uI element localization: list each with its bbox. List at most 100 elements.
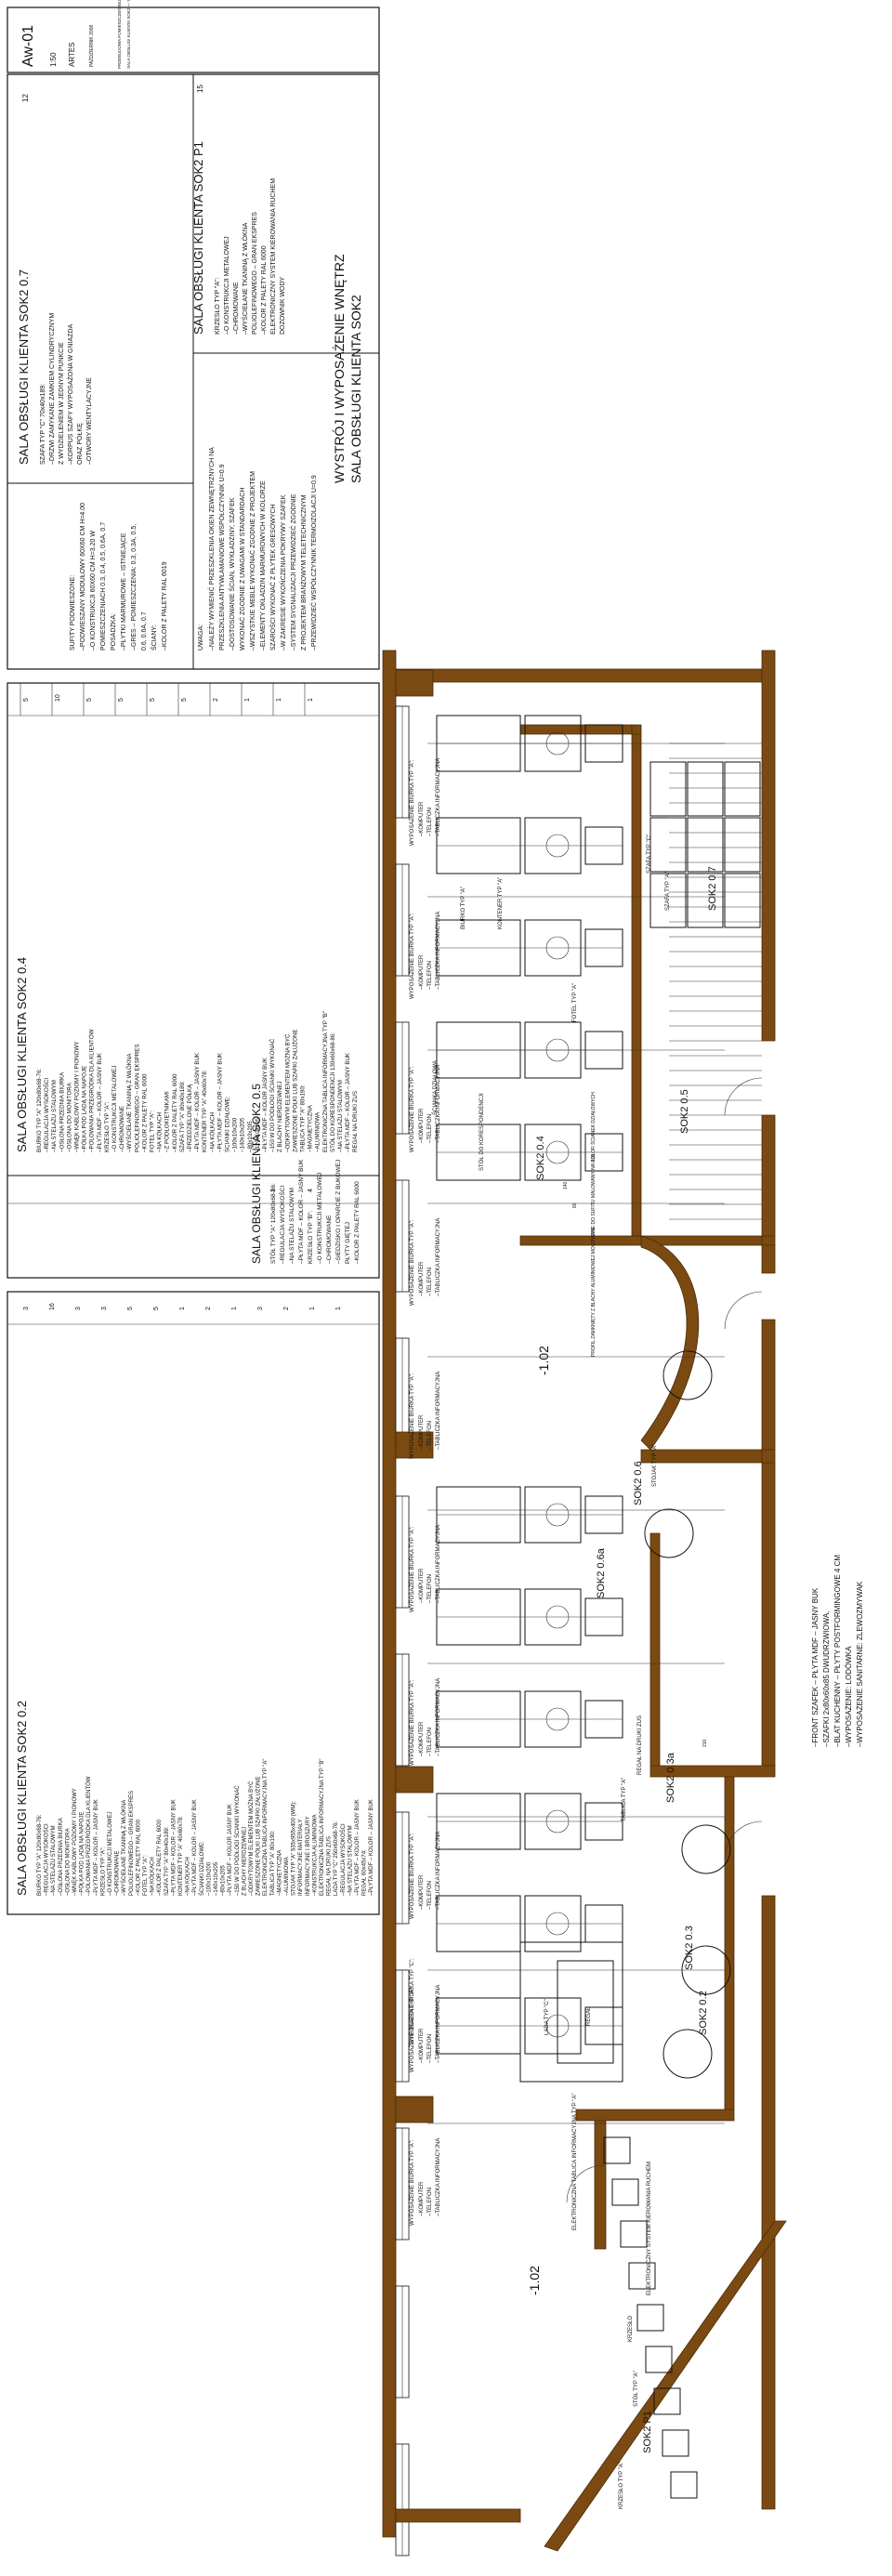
legend-p1-line: –CHROMOWANE — [233, 282, 240, 335]
legend-07-line: –DRZWI ZAMYKANE ZAMKIEM CYLINDRYCZNYM — [49, 313, 56, 465]
workstation-item: –TABLICZKA INFORMACYJNA — [436, 1678, 441, 1756]
legend-02-line: INFORMACYJNE MATERIAŁY — [298, 1819, 304, 1896]
drawing-title-2: SALA OBSŁUGI KLIENTA SOK2 — [348, 295, 363, 483]
legend-p1-line: ELEKTRONICZNY SYSTEM KIEROWANIA RUCHEM — [270, 178, 277, 335]
legend-02-line: –140x10x205 — [214, 1861, 219, 1896]
legend-02-line: ELEKTRONICZNA TABLICA INFORMACYJNA TYP "… — [263, 1758, 269, 1896]
plan-label-stol-a: STÓŁ TYP "A" — [633, 2371, 639, 2407]
legend-02-line: –MAGNETYCZNA — [277, 1850, 282, 1896]
counter-note: WYPOSAŻENIE BIURKA TYP "C": — [409, 1958, 415, 2044]
workstation-note: WYPOSAŻENIE BIURKA TYP "A": — [409, 1373, 415, 1459]
stair-wall — [640, 1235, 700, 1451]
legend-04-qty: 10 — [55, 694, 61, 702]
drawing-date: PAŹDZIERNIK 2008 — [88, 25, 95, 67]
workstation-item: –KOMPUTER — [419, 2181, 425, 2216]
plan-label-dim-140: 140 — [563, 1181, 569, 1189]
finish-note-line: –WYPOSAŻENIE SANITARNE: ZLEWOZMYWAK — [856, 1581, 864, 1747]
plan-label-regal: REGAŁ — [586, 2006, 592, 2026]
legend-04-line: –150 W DO PODŁOGI ŚCIANKI WYKONAĆ — [269, 1038, 276, 1152]
plan-label-biurko-a: BIURKO TYP "A" — [461, 887, 466, 929]
legend-02-qty: 3 — [23, 1307, 30, 1310]
plan-label-stol-kor: STÓŁ DO KORESPONDENCJI — [479, 1093, 485, 1171]
plan-label-scianka: ŚCIANKA DZIAŁOWA — [431, 1060, 439, 1115]
legend-02-line: POLIOLEFINOWEGO – GRAN EKSPRES — [129, 1791, 135, 1896]
legend-04-line: BIURKO TYP "A" 120x80x68-76: — [36, 1069, 43, 1152]
legend-04-line: SZAFA TYP "A" 80x40x189: — [179, 1081, 186, 1152]
legend-04-line: –POLOWANIA PRZEGRÓDKA DLA KLIENTÓW — [89, 1029, 96, 1152]
workstation-item: –TABLICZKA INFORMACYJNA — [436, 1525, 441, 1603]
legend-04-line: –CHROMOWANE — [119, 1106, 125, 1152]
legend-notes-title: UWAGA: — [198, 624, 204, 651]
legend-05-line: –SIEDZISKO I OPARCIE Z BUKOWEJ — [335, 1160, 342, 1264]
legend-02-line: ŚCIANKI DZIAŁOWE: — [198, 1841, 205, 1896]
workstation-item: –TABLICZKA INFORMACYJNA — [436, 2138, 441, 2216]
plan-label-regal-druki: REGAŁ NA DRUKI ZUS — [637, 1715, 643, 1775]
workstation-note: WYPOSAŻENIE BIURKA TYP "A": — [409, 1066, 415, 1152]
legend-02-qty: 3 — [257, 1307, 264, 1310]
legend-04-line: ELEKTRONICZNA TABLICA INFORMACYJNA TYP "… — [322, 1011, 329, 1152]
legend-05-line: –O KONSTRUKCJI METALOWEJ — [317, 1173, 323, 1264]
legend-02-line: –OSŁONA DO MONITORA — [65, 1828, 71, 1896]
legend-04-qty: 5 — [150, 698, 156, 702]
legend-04-line: –80x10x205 — [247, 1121, 254, 1152]
room-label: SOK2 0.4 — [535, 1136, 546, 1180]
plan-label-system: ELEKTRONICZNY SYSTEM KIEROWANIA RUCHEM — [647, 2162, 652, 2295]
workstation-note: WYPOSAŻENIE BIURKA TYP "A": — [409, 759, 415, 846]
legend-04-qty: 2 — [213, 698, 219, 702]
legend-finish-line: –PODWIESZANY MODUŁOWY 60X60 CM H=4.00 — [80, 503, 86, 651]
legend-04-line: –140x10x205 — [240, 1117, 246, 1152]
legend-notes-line: –WSZYSTKIE MEBLE WYKONAĆ ZGODNIE Z PROJE… — [248, 471, 256, 651]
plan-label-el-tablica: ELEKTRONICZNA TABLICA INFORMACYJNA TYP "… — [572, 2093, 578, 2230]
legend-finish-line: –PŁYTKI MARMUROWE – ISTNIEJĄCE — [121, 532, 127, 651]
finish-note-line: –BLAT KUCHENNY – PŁYTY POSTFORMINGOWE 4 … — [833, 1555, 842, 1747]
legend-p1-title: SALA OBSŁUGI KLIENTA SOK2 P1 — [191, 141, 205, 335]
legend-04-line: ZAWIESZONE PÓŁKI LUB SZAFKI ZAŁUŻONE — [292, 1030, 298, 1152]
legend-02-line: –150 W DO PODŁOGI ŚCIANKI WYKONAĆ — [233, 1785, 241, 1896]
legend-02-line: –WYŚCIEŁANE TKANINĄ Z WŁÓKNA — [120, 1800, 127, 1896]
legend-05-line: KRZESŁO TYP "B": — [308, 1211, 314, 1264]
workstation-item: –TABLICZKA INFORMACYJNA — [436, 1985, 441, 2063]
plan-label-stojak: STOJAK TYP "A" — [652, 1444, 658, 1487]
legend-04-line: –REGULACJA WYSOKOŚCI — [43, 1078, 50, 1152]
legend-02-line: –NA STELAŻU STALOWYM — [347, 1825, 353, 1896]
legend-05-line: –KOLOR Z PALETY RAL 6000 — [354, 1181, 361, 1264]
legend-02-line: KRZESŁO TYP "A": — [100, 1847, 106, 1896]
legend-04-line: –WNĘK KABLOWY POZIOMY I PIONOWY — [74, 1042, 81, 1152]
legend-02-line: ZAWIESZONE PÓŁKI LUB SZAFKI ZAŁUŻONE — [256, 1777, 262, 1896]
legend-02-line: ELEKTRONICZNA TABLICA INFORMACYJNA TYP "… — [320, 1758, 325, 1896]
legend-p1-line: POLIOLEFINOWEGO – GRAN EKSPRES — [252, 212, 258, 335]
legend-04-line: –ALUMINIOWA — [315, 1111, 321, 1152]
plan-label-dim-205: 205 — [591, 1228, 597, 1236]
finish-note-line: –WYPOSAŻENIE: LODÓWKA — [845, 1646, 853, 1747]
legend-p1-line: KRZESŁO TYP "A": — [215, 277, 221, 335]
legend-04-qty: 1 — [244, 698, 251, 702]
legend-02-line: –KOLOR Z PALETY RAL 6000 — [136, 1819, 141, 1896]
workstation-item: –KOMPUTER — [419, 1568, 425, 1603]
legend-02-qty: 1 — [179, 1307, 186, 1310]
legend-07-line: ORAZ PÓŁKĘ — [75, 423, 84, 465]
legend-02-line: –ALUMINIOWA — [284, 1857, 290, 1896]
legend-04-line: –PŁYTA MDF – KOLOR JASNY BUK — [262, 1057, 269, 1152]
legend-05-qty: 4 — [308, 1189, 314, 1192]
legend-02-qty: 1 — [231, 1307, 238, 1310]
legend-02-line: –ODKRYTOWYM ELEMENTEM MOŻNA BYĆ — [248, 1781, 255, 1896]
legend-02-line: –NA KÓŁKACH — [150, 1857, 156, 1896]
legend-04-line: Z BLACHY NIERDZEWNEJ — [277, 1081, 283, 1152]
workstation-note: WYPOSAŻENIE BIURKA TYP "A": — [409, 2139, 415, 2226]
legend-02-line: –PŁYTA MDF – KOLOR – JASNY BUK — [355, 1799, 361, 1896]
room-label: SOK2 0.6 — [633, 1461, 644, 1505]
legend-04-qty: 5 — [181, 698, 188, 702]
legend-04-line: –120x10x205 — [255, 1117, 261, 1152]
legend-04-line: –OSŁONA DO MONITORA — [66, 1082, 72, 1152]
legend-04-line: KRZESŁO TYP "A": — [104, 1101, 111, 1152]
legend-notes-line: –PRZEWIDZIEĆ WSPÓŁCZYNNIK TERMOIZOLACJI … — [309, 475, 318, 651]
legend-panel-bottom — [7, 1291, 380, 1915]
project-line: SALA OBSŁUGI KLIENTA SOK2 — STANDARD WYP… — [125, 0, 131, 69]
workstation-item: –TABLICZKA INFORMACYJNA — [436, 1372, 441, 1450]
workstation-item: –TELEFON — [427, 2188, 433, 2216]
legend-05-qty: 1 — [270, 1189, 277, 1192]
legend-02-qty: 1 — [335, 1307, 342, 1310]
workstation-item: –TELEFON — [427, 961, 433, 990]
